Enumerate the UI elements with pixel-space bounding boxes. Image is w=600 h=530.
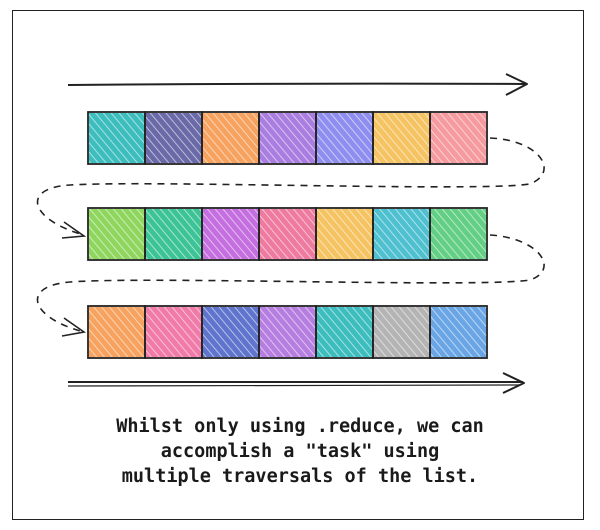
list-cell <box>315 305 374 359</box>
row-3 <box>87 305 488 359</box>
list-cell <box>372 207 431 261</box>
list-cell <box>201 305 260 359</box>
list-cell <box>144 207 203 261</box>
list-cell <box>258 207 317 261</box>
list-cell <box>372 111 431 165</box>
list-cell <box>258 305 317 359</box>
list-cell <box>315 207 374 261</box>
caption-line-2: accomplish a "task" using <box>160 441 440 462</box>
list-cell <box>372 305 431 359</box>
list-cell <box>144 111 203 165</box>
row-2 <box>87 207 488 261</box>
bottom-arrow <box>67 372 525 394</box>
traversal-path <box>36 137 545 337</box>
list-cell <box>258 111 317 165</box>
list-cell <box>429 207 488 261</box>
list-cell <box>87 305 146 359</box>
caption: Whilst only using .reduce, we can accomp… <box>0 414 600 489</box>
caption-line-3: multiple traversals of the list. <box>121 466 479 487</box>
diagram-frame <box>12 10 584 520</box>
list-rows <box>87 111 488 359</box>
list-cell <box>201 207 260 261</box>
list-cell <box>87 111 146 165</box>
list-cell <box>315 111 374 165</box>
caption-line-1: Whilst only using .reduce, we can <box>116 416 484 437</box>
top-arrow <box>67 73 528 96</box>
list-cell <box>429 305 488 359</box>
list-cell <box>201 111 260 165</box>
list-cell <box>429 111 488 165</box>
row-1 <box>87 111 488 165</box>
list-cell <box>87 207 146 261</box>
list-cell <box>144 305 203 359</box>
